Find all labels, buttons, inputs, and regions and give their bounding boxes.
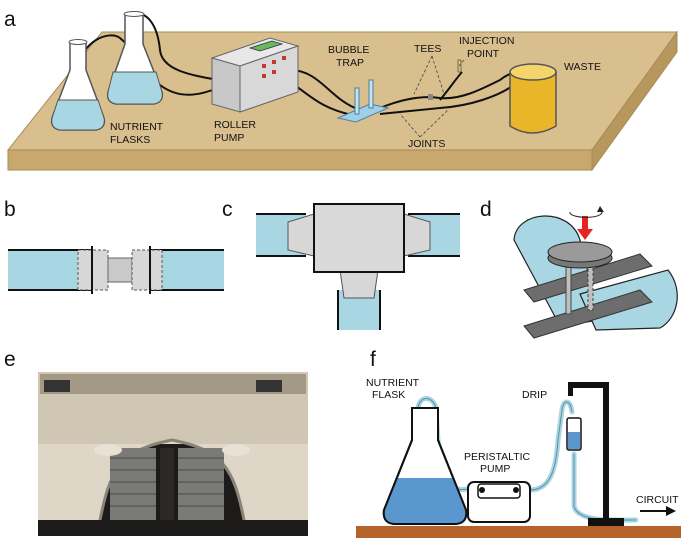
pump-rollers: [110, 448, 224, 520]
panel-a: a: [4, 8, 678, 172]
panel-d-letter: d: [480, 198, 492, 221]
label-tees: TEES: [414, 43, 441, 55]
label-circuit: CIRCUIT: [636, 494, 679, 506]
leader-lines: [399, 55, 465, 138]
panel-a-letter: a: [4, 8, 16, 31]
tee-marker: [428, 94, 433, 100]
tee-connector: [287, 203, 431, 299]
panel-b: b: [4, 198, 224, 294]
panel-b-letter: b: [4, 198, 16, 221]
label-waste: WASTE: [564, 61, 601, 73]
label-drip: DRIP: [522, 389, 547, 401]
panel-e: e: [4, 348, 308, 536]
panel-e-letter: e: [4, 348, 16, 371]
roller-pump: [210, 37, 300, 113]
label-joints: JOINTS: [408, 138, 445, 150]
drip-stand: [568, 382, 624, 526]
bubble-trap: [336, 79, 390, 123]
joint-connector: [77, 246, 163, 294]
tighten-arrow-icon: [569, 206, 604, 240]
circuit-arrow-icon: [640, 506, 676, 516]
table-side: [591, 30, 678, 172]
nutrient-flask-right: [106, 11, 164, 105]
nutrient-flask-left: [50, 39, 106, 131]
panel-f-letter: f: [370, 348, 376, 371]
waste-beaker: [509, 63, 557, 134]
drip-chamber: [566, 417, 582, 451]
panel-d: d: [480, 198, 678, 339]
bench: [356, 526, 681, 538]
peristaltic-pump: [467, 481, 531, 523]
erlenmeyer-flask: [382, 407, 468, 525]
panel-f: f: [356, 348, 681, 538]
thumbscrew: [547, 241, 613, 269]
panel-c-letter: c: [222, 198, 233, 221]
panel-c: c: [222, 198, 460, 330]
table-front: [7, 149, 593, 171]
